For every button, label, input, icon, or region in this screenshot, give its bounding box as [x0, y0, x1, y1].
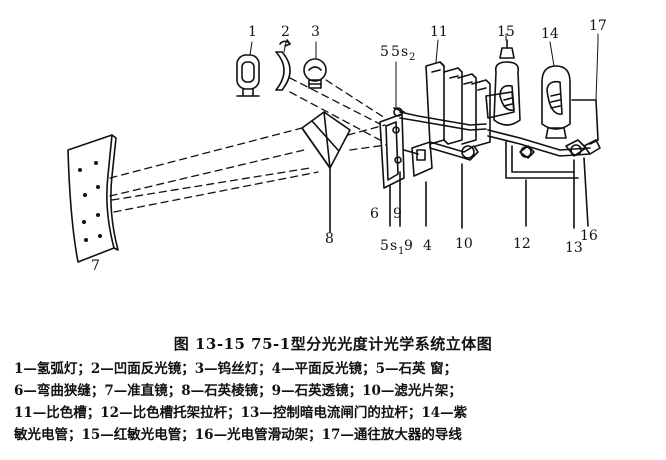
label-6: 6	[370, 206, 379, 222]
label-17: 17	[589, 18, 607, 34]
label-4: 4	[423, 238, 432, 254]
label-5-bottom: 5	[380, 238, 389, 254]
label-13: 13	[565, 240, 583, 256]
label-15: 15	[497, 24, 515, 40]
figure-caption: 图 13-15 75-1型分光光度计光学系统立体图	[173, 335, 493, 353]
filter-holder	[429, 141, 479, 229]
label-9-side: 9	[393, 206, 402, 222]
cuvette-rack	[425, 61, 515, 147]
optical-system-diagram: 1 2 3 4 5 5 s 2 5 s 1 9 6 7 8 9 10 11 12…	[67, 18, 607, 274]
legend-line: 11—比色槽；12—比色槽托架拉杆；13—控制暗电流闸门的拉杆；14—紫	[14, 405, 468, 421]
part-labels: 1 2 3 4 5 5 s 2 5 s 1 9 6 7 8 9 10 11 12…	[91, 18, 607, 274]
quartz-prism	[301, 111, 351, 233]
label-8: 8	[325, 231, 334, 247]
quartz-lens-and-plane-mirror	[399, 141, 433, 227]
label-5-top: 5	[380, 44, 389, 60]
label-10: 10	[455, 236, 473, 252]
label-3: 3	[311, 24, 320, 40]
label-12: 12	[513, 236, 531, 252]
collimating-mirror	[67, 134, 119, 263]
legend-line: 6—弯曲狭缝；7—准直镜；8—石英棱镜；9—石英透镜；10—滤光片架；	[14, 383, 462, 399]
label-5-s2: 5	[391, 44, 400, 60]
label-s-bottom: s	[390, 238, 397, 254]
label-11: 11	[430, 24, 448, 40]
phototube-sliding-frame	[487, 129, 601, 229]
label-9: 9	[404, 238, 413, 254]
leader-lines	[249, 33, 599, 109]
label-s-top: s	[401, 44, 408, 60]
uv-phototube	[541, 65, 571, 139]
label-1: 1	[248, 24, 257, 40]
beam-to-cells	[393, 107, 487, 131]
label-2: 2	[281, 24, 290, 40]
amplifier-lead-wire	[571, 41, 599, 145]
label-14: 14	[541, 26, 559, 42]
legend-line: 1—氢弧灯；2—凹面反光镜；3—钨丝灯；4—平面反光镜；5—石英 窗；	[14, 361, 458, 377]
concave-mirror	[275, 39, 291, 91]
hydrogen-arc-lamp	[236, 54, 260, 97]
red-phototube	[493, 39, 521, 126]
light-beams-source	[289, 77, 386, 141]
legend-line: 敏光电管；15—红敏光电管；16—光电管滑动架；17—通往放大器的导线	[14, 427, 462, 443]
tungsten-lamp	[303, 58, 327, 89]
label-16: 16	[580, 228, 598, 244]
label-7: 7	[91, 258, 100, 274]
label-subscript-1: 1	[398, 246, 404, 257]
light-beams-collimator	[109, 124, 387, 213]
curved-slit-assembly	[379, 107, 405, 227]
figure-legend: 1—氢弧灯；2—凹面反光镜；3—钨丝灯；4—平面反光镜；5—石英 窗； 6—弯曲…	[14, 358, 659, 446]
label-subscript-2: 2	[409, 52, 415, 63]
